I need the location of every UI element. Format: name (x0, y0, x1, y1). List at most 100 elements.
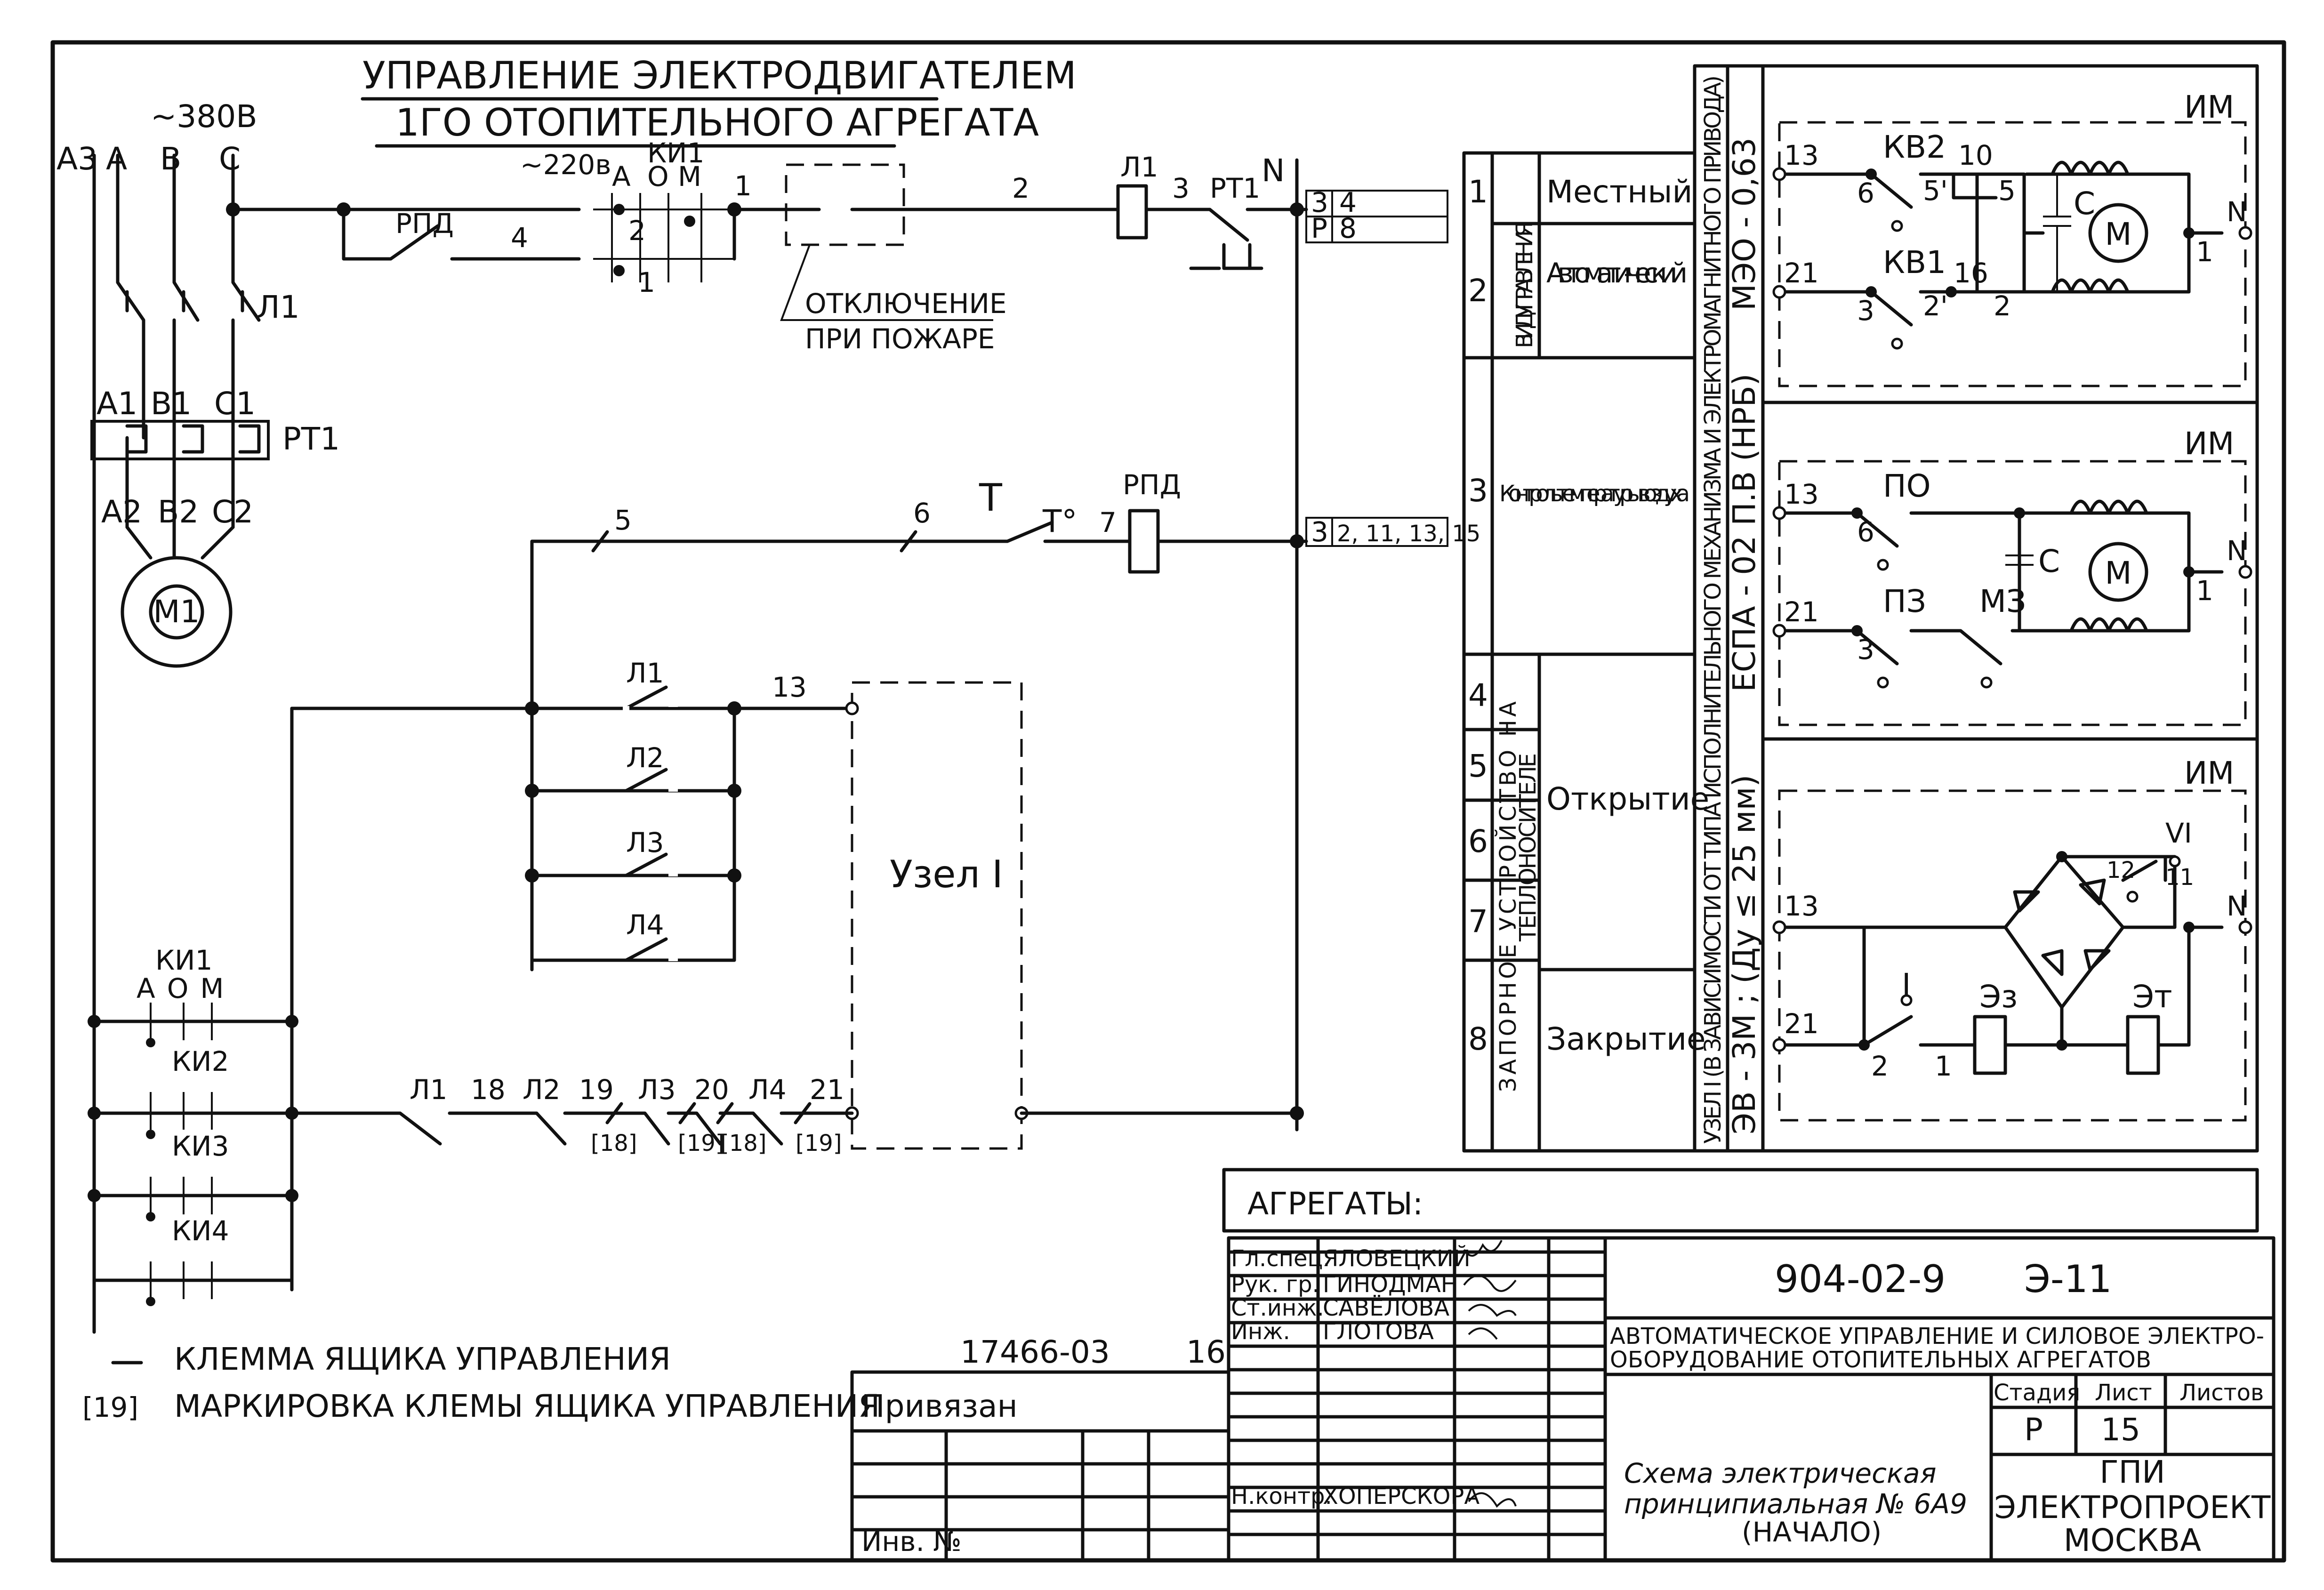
chain-18: 18 (471, 1074, 506, 1106)
func-n6: 6 (1468, 823, 1488, 859)
rt1-contact (1189, 208, 1299, 270)
p2-1: 1 (2196, 575, 2213, 607)
stamp-desc2: ОБОРУДОВАНИЕ ОТОПИТЕЛЬНЫХ АГРЕГАТОВ (1610, 1347, 2151, 1373)
p1-kv2: КВ2 (1883, 129, 1946, 165)
wire-temp (530, 521, 1299, 972)
ki1-pos-o: О (647, 161, 669, 193)
p3-e2: Эт (2132, 979, 2172, 1015)
func-n8: 8 (1468, 1021, 1488, 1057)
wire-3-label: 3 (1172, 172, 1190, 204)
p3-im: ИМ (2184, 755, 2234, 791)
stamp-org3: МОСКВА (2064, 1522, 2201, 1558)
panel2-circuit (1772, 460, 2252, 726)
thermal-relay-elements (125, 424, 261, 454)
p1-2p: 2' (1923, 290, 1948, 322)
node-l3-left (525, 868, 539, 883)
relay-b1: В1 (151, 385, 192, 422)
node-box (851, 681, 1023, 1150)
p3-21: 21 (1784, 1008, 1819, 1040)
func-n3: 3 (1468, 473, 1488, 509)
p1-6: 6 (1857, 177, 1874, 209)
name-nkontr: ХОПЕРСКОРА (1323, 1483, 1480, 1510)
fire-leader (780, 244, 993, 321)
stamp-scheme1: Схема электрическая (1624, 1457, 1936, 1489)
wire-5-label: 5 (614, 504, 632, 536)
coil-rpd-label: РПД (1123, 469, 1181, 501)
role-nkontr: Н.контр. (1231, 1483, 1332, 1510)
phase-c: С (219, 141, 241, 177)
func-t5: Открытие (1546, 781, 1709, 817)
motor-label: М1 (153, 594, 200, 630)
p1-c: С (2074, 185, 2095, 222)
p2-3: 3 (1857, 634, 1874, 666)
p2-pz: ПЗ (1883, 583, 1926, 619)
tdeg-label: Т° (1042, 503, 1077, 539)
stamp-stadia-h: Стадия (1994, 1380, 2080, 1406)
role-4: Инж. (1231, 1318, 1290, 1345)
relay-c2: С2 (212, 494, 253, 530)
motor-leads (125, 525, 235, 560)
wire-2-label: 2 (1012, 172, 1029, 204)
thermal-relay-box (90, 420, 270, 460)
wire-l-contacts (290, 707, 736, 962)
role-1: Гл.спец. (1231, 1245, 1330, 1272)
wire-1-label: 1 (734, 170, 752, 202)
func-n5: 5 (1468, 748, 1488, 784)
p1-21: 21 (1784, 257, 1819, 289)
relay-b2: В2 (158, 494, 199, 530)
func-n2: 2 (1468, 273, 1488, 309)
stamp-ref-sheet: 16 (1186, 1334, 1226, 1370)
p3-n: N (2227, 890, 2247, 922)
wire-phase-a (116, 153, 145, 529)
ki-switch-group (88, 1003, 298, 1306)
p2-mz: МЗ (1979, 583, 2026, 619)
func-n7: 7 (1468, 903, 1488, 940)
legend-terminal: КЛЕММА ЯЩИКА УПРАВЛЕНИЯ (174, 1341, 671, 1377)
stamp-scheme3: (НАЧАЛО) (1742, 1516, 1882, 1548)
stamp-list: 15 (2101, 1412, 2140, 1448)
mark-18b: [18] (720, 1130, 767, 1156)
ki3-sw-label: КИ3 (172, 1130, 229, 1162)
p1-n: N (2227, 196, 2247, 228)
p3-e1: Эз (1979, 979, 2018, 1015)
p1-13: 13 (1784, 139, 1819, 171)
ki1-sw-label: КИ1 (155, 944, 212, 976)
stamp-org2: ЭЛЕКТРОПРОЕКТ (1994, 1489, 2271, 1526)
motor-outer (121, 556, 233, 668)
aggregates-box (1222, 1168, 2259, 1233)
func-n1: 1 (1468, 174, 1488, 210)
fire-disconnect-box (785, 163, 905, 246)
chain-l4: Л4 (748, 1074, 787, 1106)
chain-19: 19 (579, 1074, 614, 1106)
chain-20: 20 (694, 1074, 729, 1106)
ref-b-left: Р (1311, 212, 1327, 244)
legend-marking: МАРКИРОВКА КЛЕМЫ ЯЩИКА УПРАВЛЕНИЯ (174, 1388, 880, 1424)
p1-16: 16 (1954, 257, 1988, 289)
p2-21: 21 (1784, 596, 1819, 628)
wire-phase-c (231, 153, 261, 529)
ki1-dot3 (613, 265, 625, 276)
rpd-contact (342, 208, 581, 261)
node-panel-grid (1726, 64, 2259, 1153)
func-table-grid (1462, 151, 1697, 1153)
ref-a-left: 3 (1311, 186, 1328, 218)
p3-12: 12 (2107, 857, 2135, 883)
supply-380: ~380В (151, 98, 257, 135)
mark-19b: [19] (796, 1130, 842, 1156)
p1-kv1: КВ1 (1883, 244, 1946, 281)
ref-box-c (1305, 517, 1448, 547)
stamp-grid (850, 1236, 2276, 1560)
func-t3: Контроль температуры воздуха (1499, 481, 1690, 507)
stamp-stadia: Р (2024, 1412, 2043, 1448)
p3-1: 1 (1935, 1050, 1952, 1082)
p3-11: 11 (2165, 864, 2194, 891)
l-contact-gaps (624, 685, 668, 962)
supply-220: ~220в (520, 149, 611, 181)
signatures (1463, 1240, 1517, 1508)
chain-l2: Л2 (523, 1074, 561, 1106)
p1-5p: 5' (1923, 175, 1948, 207)
ki1-top-label: КИ1 (647, 137, 704, 169)
rpd-contact-label: РПД (395, 208, 454, 240)
title-line2: 1ГО ОТОПИТЕЛЬНОГО АГРЕГАТА (395, 101, 1039, 145)
